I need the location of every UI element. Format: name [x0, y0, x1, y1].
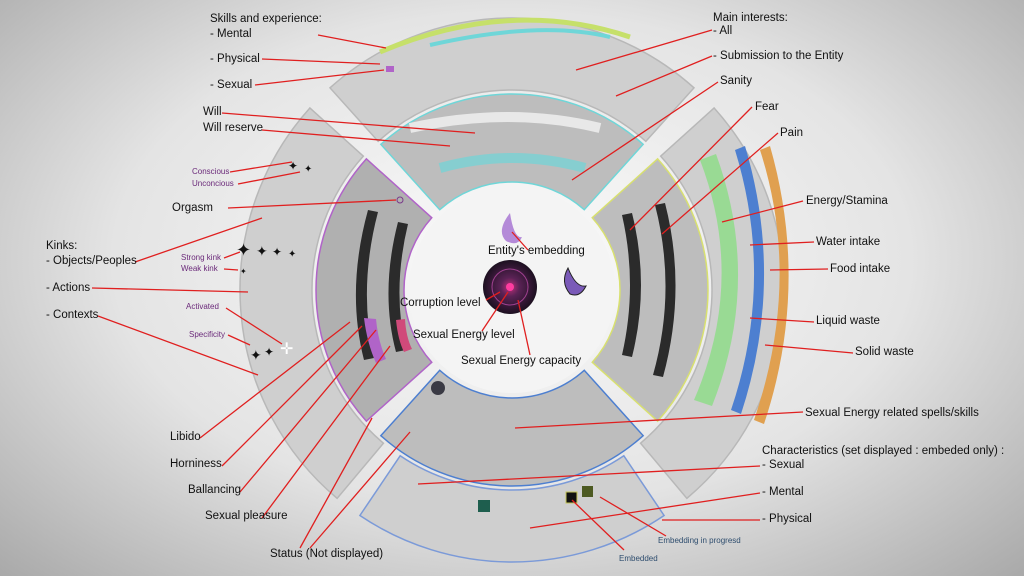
top-outer-sector [328, 17, 696, 143]
characteristics-title: Characteristics (set displayed : embeded… [762, 445, 1005, 457]
conscious-star-icon: ✦ [288, 159, 298, 173]
entity-icon [564, 266, 587, 296]
unconscious-label: Unconcious [192, 179, 234, 188]
libido-bar [355, 210, 378, 360]
water-label: Water intake [816, 236, 881, 248]
orgasm-label: Orgasm [172, 202, 213, 214]
pain-label: Pain [780, 127, 804, 139]
corruption-label: Corruption level [400, 297, 481, 309]
leader-lines [91, 29, 854, 551]
entity-embedding-icon [501, 213, 522, 244]
entity-embedding-label: Entity's embedding [488, 245, 585, 257]
embedded-label: Embedded [619, 554, 658, 563]
skill-mental-bar [379, 17, 631, 55]
sexual-pleasure-bar [364, 318, 386, 363]
right-inner-sector [591, 157, 709, 423]
status-label: Status (Not displayed) [270, 548, 384, 560]
solid-waste-label: Solid waste [855, 346, 914, 358]
skill-sexual-bar [386, 66, 394, 72]
interest-all-label: - All [713, 25, 733, 37]
libido-label: Libido [170, 431, 201, 443]
embedding-progress-label: Embedding in progresd [658, 536, 741, 545]
fear-label: Fear [755, 101, 779, 113]
unconscious-star-icon: ✦ [304, 164, 312, 175]
sanity-bar [438, 153, 587, 173]
ballancing-label: Ballancing [188, 484, 242, 496]
food-label: Food intake [830, 263, 891, 275]
activated-label: Activated [186, 302, 219, 311]
kinks-title: Kinks: [46, 240, 78, 252]
ballancing-bar [396, 319, 412, 352]
will-bar [408, 112, 602, 133]
pain-bar [653, 203, 676, 377]
bottom-inner-sector [379, 369, 645, 487]
skill-mental-label: - Mental [210, 28, 252, 40]
spells-label: Sexual Energy related spells/skills [805, 407, 979, 419]
horniness-bar [388, 222, 408, 352]
interest-all-bar [429, 28, 611, 47]
embedded-square [565, 491, 578, 504]
energy-label: Energy/Stamina [806, 195, 888, 207]
sanity-label: Sanity [720, 75, 752, 87]
se-level-label: Sexual Energy level [413, 329, 515, 341]
will-reserve-label: Will reserve [203, 122, 264, 134]
bottom-outer-sector [358, 454, 666, 563]
main-interests-title: Main interests: [713, 12, 788, 24]
right-outer-sector [639, 106, 785, 500]
weak-kink-label: Weak kink [181, 264, 218, 273]
skill-sexual-label: - Sexual [210, 79, 253, 91]
weak-kink-star-icon: ✦ [240, 267, 247, 276]
sexual-pleasure-label: Sexual pleasure [205, 510, 288, 522]
char-physical-label: - Physical [762, 513, 812, 525]
interest-submission-label: - Submission to the Entity [713, 50, 844, 62]
strong-kink-star-icon: ✦ [236, 240, 251, 260]
energy-stamina-bar [694, 154, 739, 406]
kink-stars: ✦ ✦ ✦ ✦ ✦ ✦ ✦ ✦ ✦ ✛ [236, 159, 312, 363]
will-label: Will [203, 106, 222, 118]
star-icon: ✦ [272, 245, 282, 259]
skills-title: Skills and experience: [210, 13, 322, 25]
embedding-progress-square [582, 486, 593, 497]
star-icon: ✦ [288, 249, 296, 260]
liquid-waste-label: Liquid waste [816, 315, 880, 327]
kink-actions-label: - Actions [46, 282, 91, 294]
fear-bar [622, 213, 641, 357]
horniness-label: Horniness [170, 458, 222, 470]
specificity-label: Specificity [189, 330, 226, 339]
activated-star-icon: ✛ [280, 341, 293, 358]
kink-contexts-label: - Contexts [46, 309, 99, 321]
kink-objects-label: - Objects/Peoples [46, 255, 137, 267]
star-icon: ✦ [256, 243, 268, 259]
sexual-energy-level-dot [506, 283, 514, 291]
conscious-label: Conscious [192, 167, 230, 176]
spell-slot-icon [431, 381, 445, 395]
orgasm-indicator [396, 196, 404, 204]
char-mental-label: - Mental [762, 486, 804, 498]
char-sexual-square [478, 500, 490, 512]
specificity-star-icon: ✦ [250, 347, 262, 363]
sexual-energy-capacity-ring [491, 268, 529, 306]
food-intake-bar [754, 146, 789, 424]
char-sexual-label: - Sexual [762, 459, 805, 471]
se-capacity-label: Sexual Energy capacity [461, 355, 582, 367]
strong-kink-label: Strong kink [181, 253, 222, 262]
star-icon: ✦ [264, 345, 274, 359]
skill-physical-label: - Physical [210, 53, 260, 65]
